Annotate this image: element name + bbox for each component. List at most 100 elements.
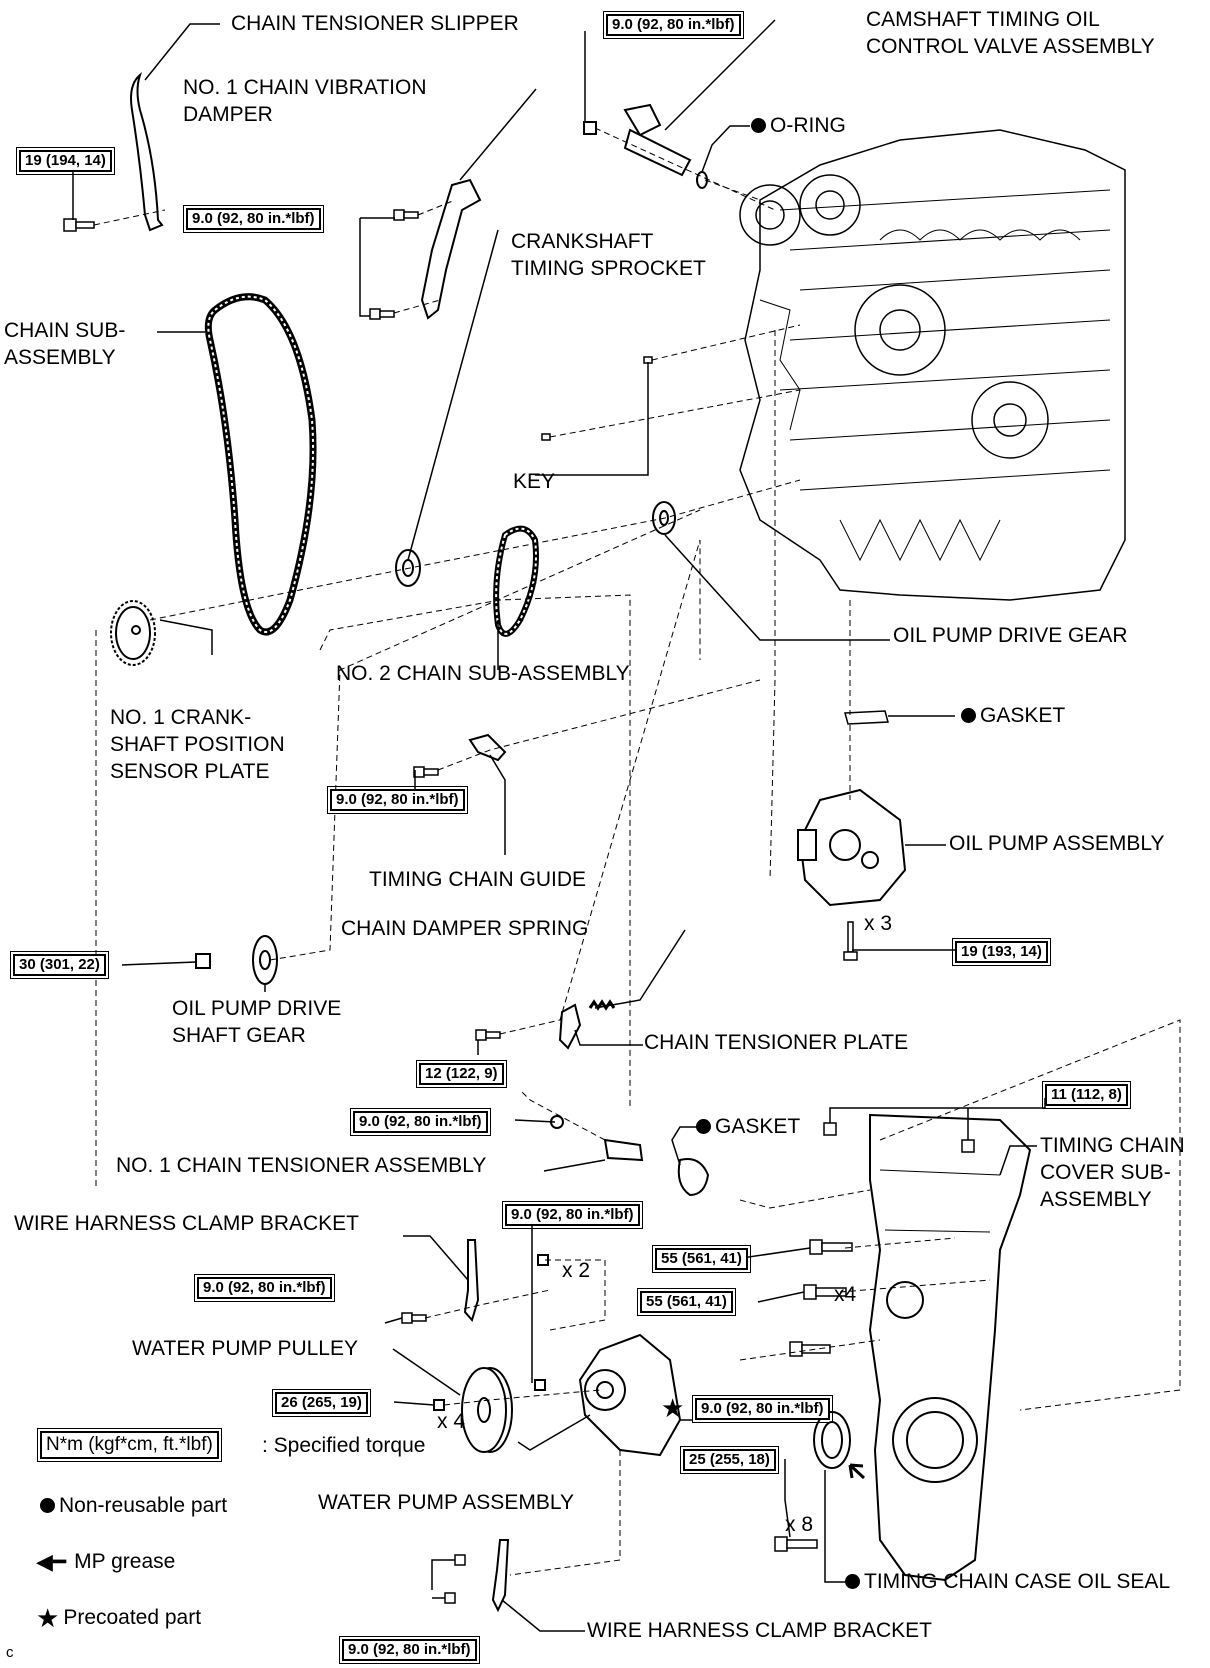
torque-cover-nuts: 11 (112, 8) (1042, 1081, 1131, 1109)
legend-precoated-text: Precoated part (63, 1606, 202, 1629)
torque-water-pump-stud-precoated: 9.0 (92, 80 in.*lbf) (692, 1395, 833, 1423)
wire-harness-bracket-lower-shape (491, 1539, 510, 1613)
label-crankshaft-sprocket-line2: TIMING SPROCKET (511, 257, 706, 280)
qty-cover-bolts: x 8 (785, 1513, 814, 1536)
label-wire-harness-bracket-lower: WIRE HARNESS CLAMP BRACKET (587, 1619, 933, 1642)
no1-chain-vibration-damper (420, 178, 482, 320)
torque-chain-tensioner-nut: 9.0 (92, 80 in.*lbf) (350, 1108, 491, 1136)
torque-oil-pump-bolts: 19 (193, 14) (952, 938, 1051, 966)
legend-non-reusable-text: Non-reusable part (59, 1494, 228, 1517)
legend-mp-grease: ◀━ MP grease (36, 1549, 175, 1575)
label-water-pump-assembly: WATER PUMP ASSEMBLY (318, 1491, 574, 1514)
legend-torque-desc: : Specified torque (262, 1434, 426, 1457)
camshaft-ocv-assembly (583, 103, 692, 177)
label-camshaft-ocv-line2: CONTROL VALVE ASSEMBLY (866, 35, 1155, 58)
oil-pump-drive-shaft-gear-shape (195, 935, 278, 985)
oil-pump-bolt-shape (843, 921, 858, 961)
oil-pump-assembly (797, 788, 907, 907)
non-reusable-dot-icon (40, 1498, 55, 1513)
torque-chain-tensioner-plate-bolt: 12 (122, 9) (416, 1060, 507, 1088)
torque-cover-bolt-a: 55 (561, 41) (652, 1245, 751, 1273)
gasket-oil-pump-shape (844, 710, 889, 725)
label-no2-chain-sub-assembly: NO. 2 CHAIN SUB-ASSEMBLY (336, 662, 630, 685)
engine-block (739, 129, 1126, 601)
crank-position-sensor-plate (110, 600, 156, 666)
label-timing-chain-case-oil-seal: TIMING CHAIN CASE OIL SEAL (845, 1569, 1170, 1595)
o-ring-text: O-RING (770, 114, 846, 137)
legend-non-reusable: Non-reusable part (40, 1493, 227, 1519)
precoated-star-icon: ★ (661, 1393, 685, 1423)
label-oil-pump-drive-shaft-gear-line2: SHAFT GEAR (172, 1024, 306, 1047)
torque-water-pump-studs: 9.0 (92, 80 in.*lbf) (502, 1201, 643, 1229)
torque-timing-chain-guide-bolt: 9.0 (92, 80 in.*lbf) (327, 786, 468, 814)
label-oil-pump-drive-shaft-gear-line1: OIL PUMP DRIVE (172, 997, 342, 1020)
label-oil-pump-drive-gear: OIL PUMP DRIVE GEAR (893, 624, 1128, 647)
qty-pulley-bolts: x 4 (437, 1410, 466, 1433)
water-pump-pulley-shape (433, 1367, 513, 1453)
label-crank-sensor-plate-line3: SENSOR PLATE (110, 760, 270, 783)
torque-oil-pump-drive-shaft-gear-nut: 30 (301, 22) (10, 951, 109, 979)
mp-grease-arrow-icon: ◀━ (36, 1549, 67, 1574)
non-reusable-dot (696, 1119, 711, 1134)
qty-cover-bolt-b: x4 (834, 1283, 857, 1306)
label-timing-chain-cover-line1: TIMING CHAIN (1040, 1134, 1185, 1157)
torque-ocv-bolt: 9.0 (92, 80 in.*lbf) (603, 11, 744, 39)
chain-tensioner-slipper (130, 71, 164, 232)
timing-chain-guide (468, 733, 507, 762)
key-lower (541, 433, 551, 441)
qty-oil-pump-bolts: x 3 (864, 912, 893, 935)
leader-lines (72, 19, 1046, 1632)
label-chain-damper-spring: CHAIN DAMPER SPRING (341, 917, 589, 940)
label-crank-sensor-plate-line1: NO. 1 CRANK- (110, 706, 252, 729)
label-gasket-cover: GASKET (696, 1114, 800, 1140)
label-no1-chain-vibration-damper-line2: DAMPER (183, 103, 273, 126)
label-chain-sub-assembly-line1: CHAIN SUB- (4, 319, 126, 342)
label-chain-sub-assembly-line2: ASSEMBLY (4, 346, 116, 369)
label-oil-pump-assembly: OIL PUMP ASSEMBLY (949, 832, 1165, 855)
timing-chain-case-oil-seal-shape (813, 1411, 851, 1469)
gasket-text: GASKET (715, 1115, 801, 1138)
torque-vibration-damper-bolts: 9.0 (92, 80 in.*lbf) (183, 205, 324, 233)
label-crank-sensor-plate-line2: SHAFT POSITION (110, 733, 285, 756)
label-wire-harness-bracket-upper: WIRE HARNESS CLAMP BRACKET (14, 1212, 360, 1235)
gasket-text: GASKET (980, 704, 1066, 727)
torque-water-pump-pulley-bolts: 26 (265, 19) (272, 1389, 371, 1417)
label-water-pump-pulley: WATER PUMP PULLEY (132, 1337, 358, 1360)
precoated-star-icon: ★ (36, 1603, 60, 1633)
label-crankshaft-sprocket-line1: CRANKSHAFT (511, 230, 654, 253)
label-chain-tensioner-plate: CHAIN TENSIONER PLATE (644, 1031, 909, 1054)
wire-harness-bracket-upper-shape (463, 1239, 480, 1323)
label-gasket-oil-pump: GASKET (961, 703, 1065, 729)
torque-harness-bracket-lower-bolts: 9.0 (92, 80 in.*lbf) (339, 1636, 480, 1664)
chain-tensioner-plate-shape (558, 1003, 582, 1050)
qty-water-pump-studs: x 2 (562, 1259, 591, 1282)
gasket-cover-shape (677, 1158, 710, 1197)
oil-seal-text: TIMING CHAIN CASE OIL SEAL (864, 1570, 1171, 1593)
mp-grease-arrow (848, 1463, 866, 1480)
legend-mp-grease-text: MP grease (74, 1550, 176, 1573)
label-no1-chain-tensioner: NO. 1 CHAIN TENSIONER ASSEMBLY (116, 1154, 487, 1177)
chain-sub-assembly (204, 293, 317, 636)
vibration-damper-bolts (369, 209, 419, 320)
slipper-bolt (63, 218, 95, 232)
timing-chain-cover (868, 1113, 1032, 1582)
no2-chain-sub-assembly (493, 525, 539, 637)
water-pump-assembly-shape (534, 1254, 682, 1457)
corner-mark: c (6, 1644, 14, 1661)
label-timing-chain-guide: TIMING CHAIN GUIDE (369, 868, 587, 891)
label-timing-chain-cover-line3: ASSEMBLY (1040, 1188, 1152, 1211)
torque-slipper-bolt: 19 (194, 14) (16, 147, 115, 175)
assembly-dashed-lines (93, 127, 1181, 1576)
legend-precoated: ★Precoated part (36, 1605, 201, 1631)
chain-damper-spring-shape (588, 999, 616, 1011)
label-timing-chain-cover-line2: COVER SUB- (1040, 1161, 1171, 1184)
precoated-stud-label: ★ (661, 1395, 688, 1421)
non-reusable-dot (961, 708, 976, 723)
label-camshaft-ocv-line1: CAMSHAFT TIMING OIL (866, 8, 1100, 31)
torque-cover-bolt-b: 55 (561, 41) (637, 1288, 736, 1316)
non-reusable-dot (845, 1574, 860, 1589)
legend-torque-box: N*m (kgf*cm, ft.*lbf) (37, 1428, 222, 1462)
no1-chain-tensioner-shape (550, 1115, 644, 1162)
non-reusable-dot (751, 118, 766, 133)
